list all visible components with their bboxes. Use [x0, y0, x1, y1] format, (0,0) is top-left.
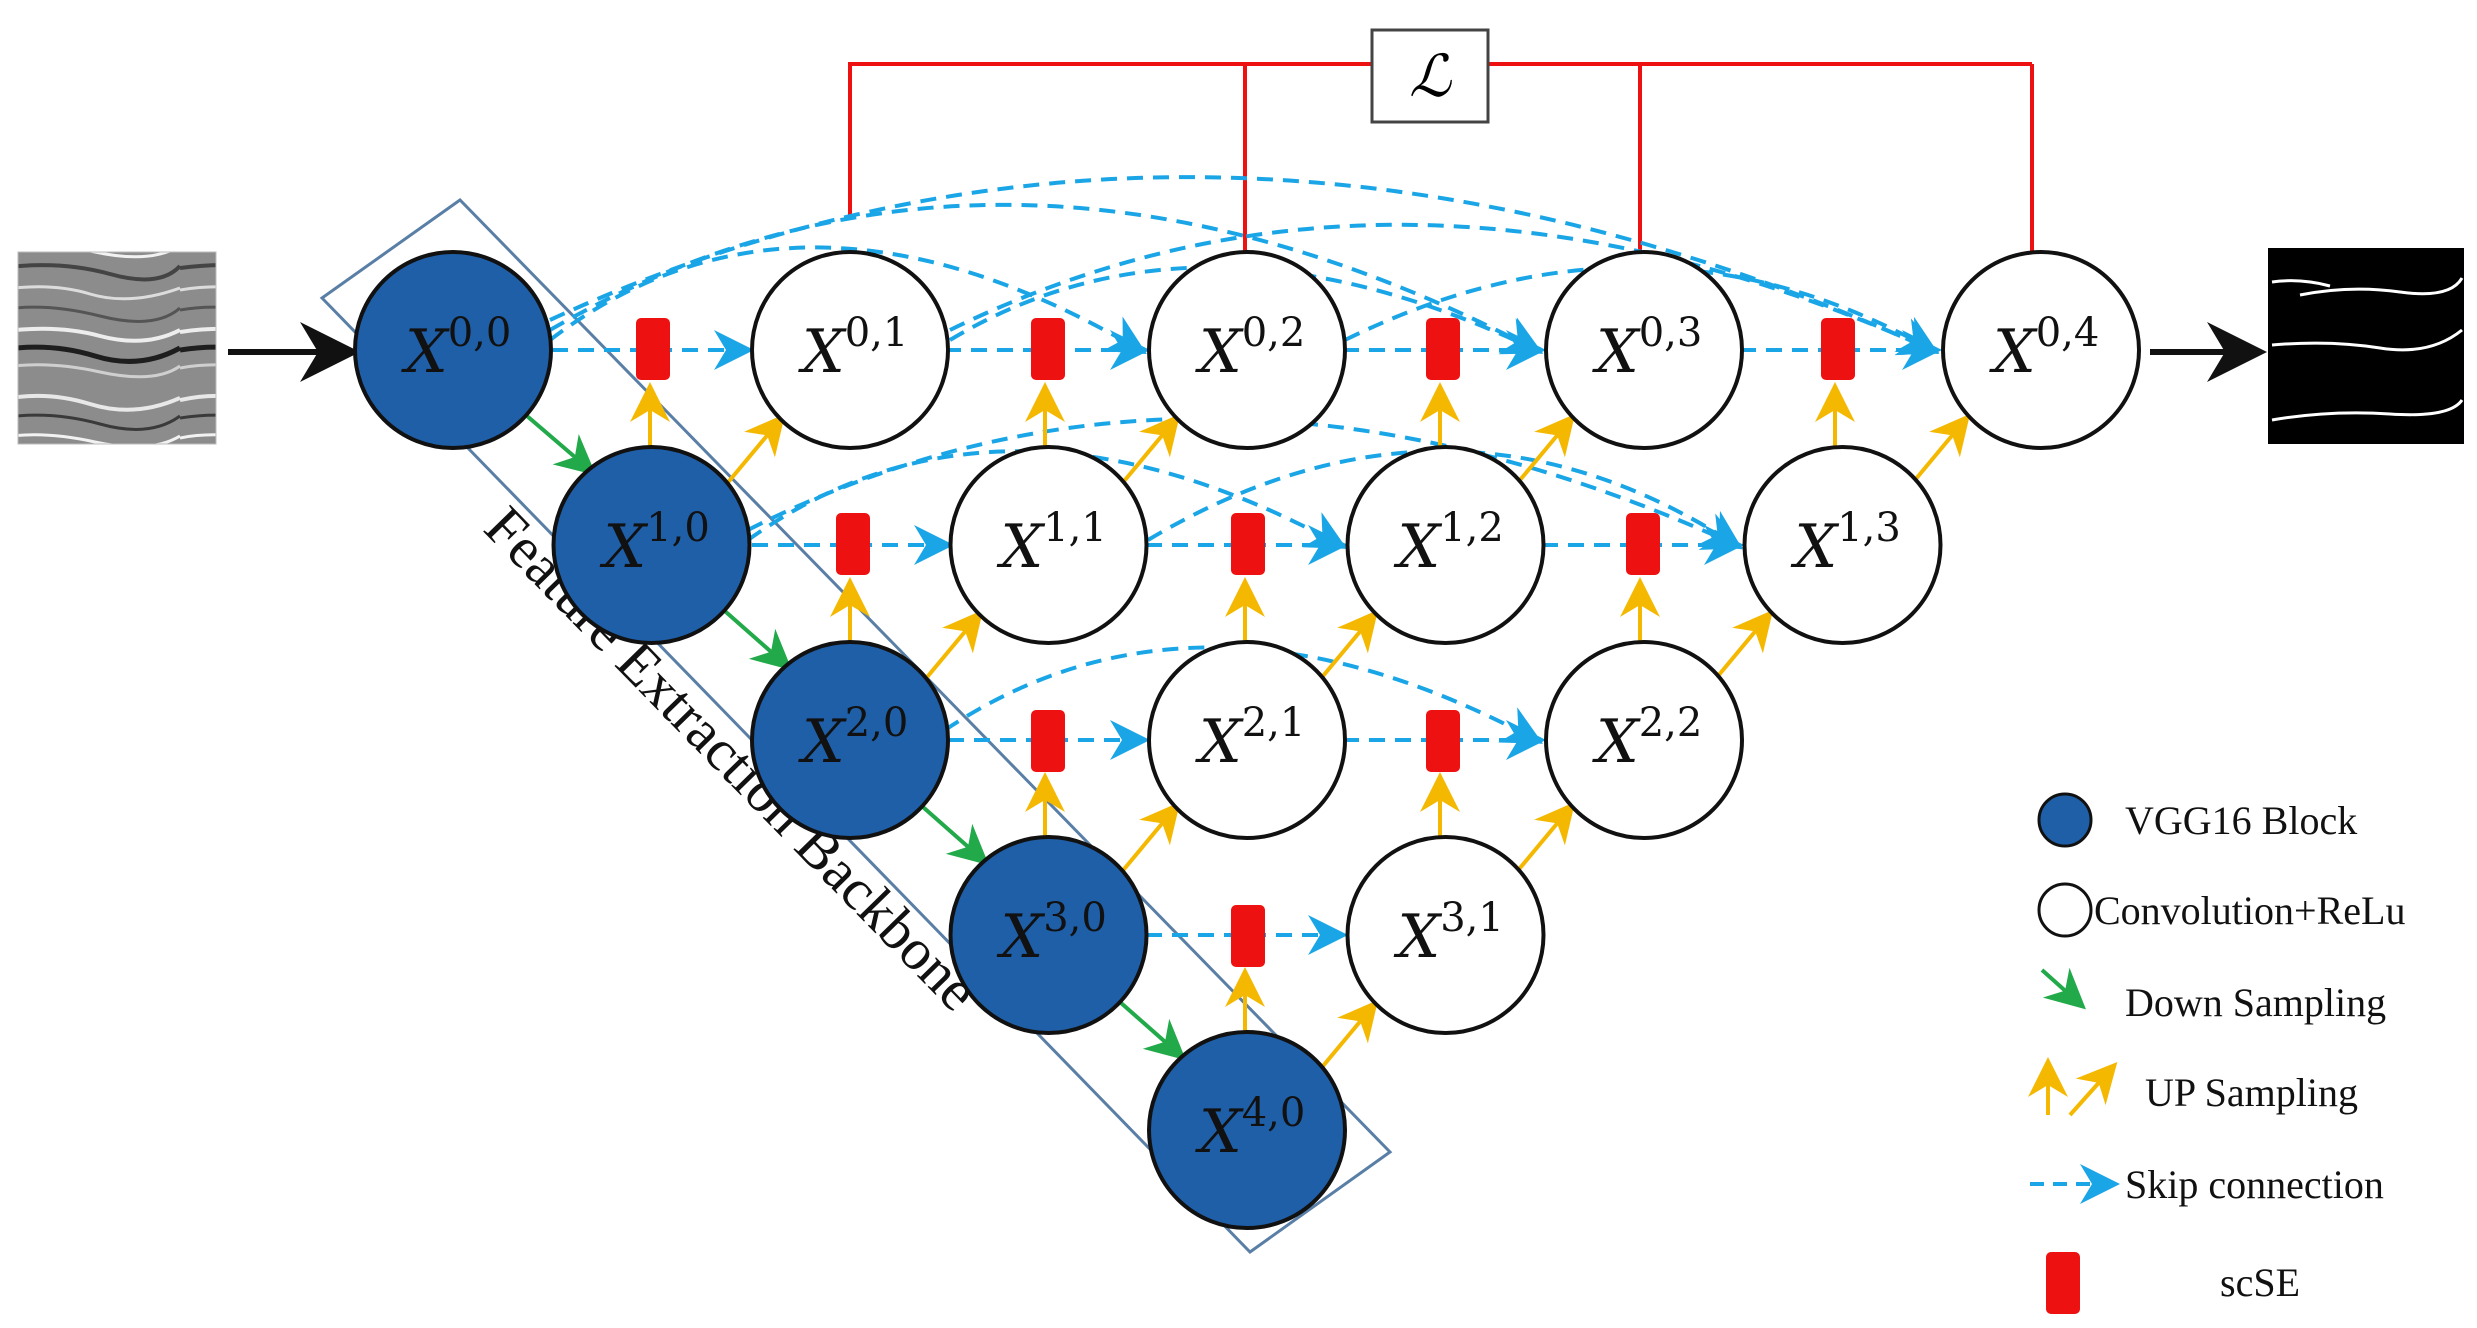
feature-extraction-backbone-frame	[319, 198, 1393, 1254]
scse-block	[836, 513, 870, 575]
node-0-1: X0,1	[750, 250, 950, 450]
input-seismic-image	[17, 251, 217, 445]
node-label: X2,0	[798, 700, 908, 777]
loss-connections	[848, 62, 2034, 252]
conv-relu-circle	[1544, 250, 1744, 450]
legend-vgg-swatch	[2037, 792, 2093, 848]
legend: VGG16 Block Convolution+ReLu Down Sampli…	[2028, 792, 2405, 1314]
output-fault-mask	[2268, 248, 2464, 444]
conv-relu-circle	[948, 445, 1149, 645]
nodes-layer: X0,0X1,0X2,0X3,0X4,0 X0,1 X0,2 X0,3 X0,4X1,1…	[353, 250, 2141, 1230]
node-label: X1,3	[1791, 505, 1901, 582]
scse-block	[1626, 513, 1660, 575]
scse-block	[1231, 905, 1265, 967]
scse-block	[1426, 318, 1460, 380]
conv-relu-circle	[1742, 445, 1943, 645]
conv-relu-circle	[1345, 445, 1546, 645]
node-label: X2,2	[1592, 700, 1702, 777]
scse-block	[636, 318, 670, 380]
node-label: X4,0	[1195, 1090, 1305, 1167]
conv-relu-circle	[1345, 835, 1546, 1035]
legend-scse-swatch	[2046, 1252, 2080, 1314]
node-label: X2,1	[1195, 700, 1305, 777]
vgg16-block-circle	[353, 250, 553, 450]
node-label: X0,4	[1989, 310, 2099, 387]
node-1-1: X1,1	[948, 445, 1149, 645]
node-1-2: X1,2	[1345, 445, 1546, 645]
node-label: X0,3	[1592, 310, 1702, 387]
down-sampling-arrows	[518, 408, 1186, 1061]
legend-down-label: Down Sampling	[2125, 980, 2386, 1025]
node-label: X1,2	[1394, 505, 1504, 582]
scse-block	[1031, 710, 1065, 772]
node-4-0: X4,0	[1147, 1030, 1347, 1230]
scse-blocks	[636, 318, 1855, 967]
node-label: X1,0	[600, 505, 710, 582]
vgg16-block-circle	[551, 445, 752, 645]
node-2-0: X2,0	[750, 640, 950, 840]
node-0-0: X0,0	[353, 250, 553, 450]
node-label: X3,0	[997, 895, 1107, 972]
conv-relu-circle	[750, 250, 950, 450]
conv-relu-circle	[1147, 250, 1347, 450]
node-3-0: X3,0	[948, 835, 1149, 1035]
vgg16-block-circle	[948, 835, 1149, 1035]
node-label: X1,1	[997, 505, 1107, 582]
node-1-0: X1,0	[551, 445, 752, 645]
scse-block	[1426, 710, 1460, 772]
node-2-1: X2,1	[1147, 640, 1347, 840]
scse-block	[1821, 318, 1855, 380]
legend-conv-swatch	[2037, 882, 2093, 938]
legend-up-swatch-diagonal	[2068, 1062, 2118, 1117]
node-label: X0,1	[798, 310, 908, 387]
node-label: X0,0	[401, 310, 511, 387]
legend-skip-label: Skip connection	[2125, 1162, 2384, 1207]
node-0-4: X0,4	[1941, 250, 2141, 450]
vgg16-block-circle	[750, 640, 950, 840]
node-1-3: X1,3	[1742, 445, 1943, 645]
vgg16-block-circle	[1147, 1030, 1347, 1230]
skip-connection-straight	[552, 330, 1942, 955]
conv-relu-circle	[1941, 250, 2141, 450]
legend-down-swatch	[2040, 967, 2086, 1010]
node-label: X3,1	[1394, 895, 1504, 972]
loss-box	[1370, 28, 1490, 124]
node-0-3: X0,3	[1544, 250, 1744, 450]
legend-conv-label: Convolution+ReLu	[2094, 888, 2405, 933]
legend-scse-label: scSE	[2220, 1260, 2300, 1305]
conv-relu-circle	[1544, 640, 1744, 840]
node-2-2: X2,2	[1544, 640, 1744, 840]
loss-symbol: ℒ	[1409, 42, 1452, 110]
legend-vgg-label: VGG16 Block	[2125, 798, 2357, 843]
node-label: X0,2	[1195, 310, 1305, 387]
node-3-1: X3,1	[1345, 835, 1546, 1035]
conv-relu-circle	[1147, 640, 1347, 840]
node-0-2: X0,2	[1147, 250, 1347, 450]
up-sampling-arrows	[630, 382, 1971, 1080]
scse-block	[1031, 318, 1065, 380]
scse-block	[1231, 513, 1265, 575]
legend-up-label: UP Sampling	[2145, 1070, 2358, 1115]
